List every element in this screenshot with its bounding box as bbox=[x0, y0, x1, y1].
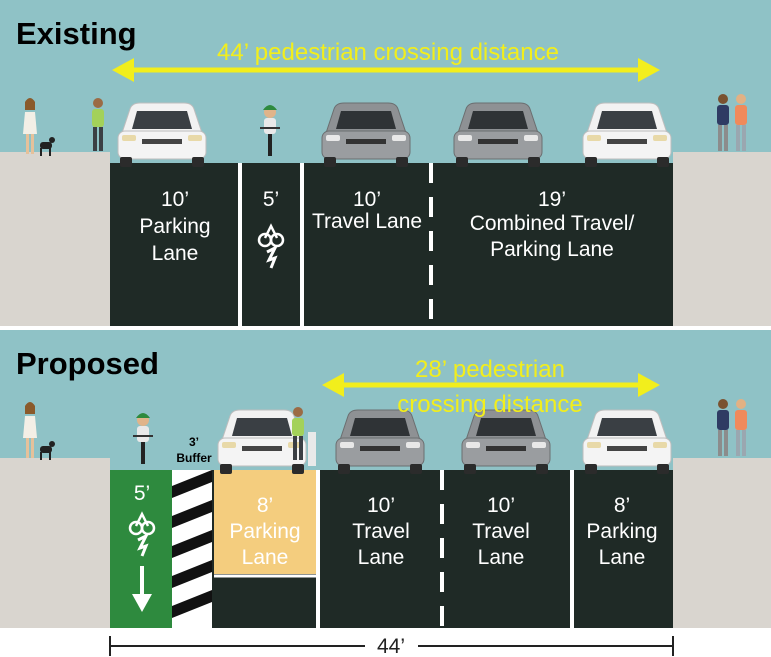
lane-name-label: Travel bbox=[472, 520, 530, 543]
lane-width-label: 8’ bbox=[257, 494, 273, 517]
existing-crossing-label: 44’ pedestrian crossing distance bbox=[217, 39, 559, 66]
lane-width-label: 8’ bbox=[614, 494, 630, 517]
lane-width-label: 19’ bbox=[538, 188, 566, 211]
lane-name-label: Travel Lane bbox=[312, 210, 422, 233]
car-icon bbox=[453, 102, 543, 168]
lane-name-label: Travel bbox=[352, 520, 410, 543]
lane-name-label: Parking bbox=[139, 215, 210, 238]
proposed-sidewalk-left bbox=[0, 458, 110, 628]
buffer-zone bbox=[172, 470, 212, 628]
lane-name-label: Parking bbox=[229, 520, 300, 543]
existing-crossing-arrow bbox=[112, 58, 660, 82]
buffer-width-label: 3’ bbox=[189, 435, 199, 449]
lane-width-label: 10’ bbox=[487, 494, 515, 517]
lane-width-label: 5’ bbox=[134, 482, 150, 505]
bollard-icon bbox=[308, 432, 316, 466]
proposed-heading: Proposed bbox=[16, 346, 159, 381]
proposed-crossing-label-line2: crossing distance bbox=[397, 391, 582, 418]
parked-car-icon bbox=[117, 102, 207, 168]
lane-name-label: Lane bbox=[599, 546, 646, 569]
proposed-lane-labels: 5’ 8’ Parking Lane 10’ Travel Lane 10’ T… bbox=[134, 482, 658, 569]
lane-width-label: 10’ bbox=[353, 188, 381, 211]
buffer-name-label: Buffer bbox=[176, 451, 212, 465]
parked-car-icon bbox=[582, 102, 672, 168]
proposed-crossing-label-line1: 28’ pedestrian bbox=[415, 356, 565, 383]
lane-name-label: Combined Travel/ bbox=[470, 212, 635, 235]
proposed-panel: 28’ pedestrian crossing distance Propose… bbox=[0, 330, 771, 628]
panel-divider bbox=[0, 326, 771, 330]
lane-name-label: Parking Lane bbox=[490, 238, 614, 261]
existing-lane-labels: 10’ Parking Lane 5’ 10’ Travel Lane 19’ … bbox=[139, 188, 634, 265]
lane-width-label: 5’ bbox=[263, 188, 279, 211]
car-icon bbox=[321, 102, 411, 168]
proposed-sidewalk-right bbox=[673, 458, 771, 628]
lane-name-label: Lane bbox=[152, 242, 199, 265]
existing-roadway bbox=[110, 163, 673, 326]
proposed-parking-lane bbox=[214, 470, 318, 574]
total-width-label: 44’ bbox=[377, 635, 405, 657]
proposed-crossing-arrow bbox=[322, 373, 660, 397]
bike-direction-arrow-icon bbox=[132, 566, 152, 612]
lane-name-label: Lane bbox=[358, 546, 405, 569]
existing-panel: 44’ pedestrian crossing distance Existin… bbox=[0, 0, 771, 326]
car-icon bbox=[335, 409, 425, 475]
dimension-strip bbox=[0, 628, 771, 657]
existing-sidewalk-right bbox=[673, 152, 771, 326]
existing-sidewalk-left bbox=[0, 152, 110, 326]
lane-width-label: 10’ bbox=[367, 494, 395, 517]
lane-name-label: Parking bbox=[586, 520, 657, 543]
lane-name-label: Lane bbox=[242, 546, 289, 569]
parked-car-icon bbox=[582, 409, 672, 475]
existing-heading: Existing bbox=[16, 16, 137, 51]
lane-width-label: 10’ bbox=[161, 188, 189, 211]
car-icon bbox=[461, 409, 551, 475]
total-width-dimension bbox=[109, 636, 674, 656]
lane-name-label: Lane bbox=[478, 546, 525, 569]
